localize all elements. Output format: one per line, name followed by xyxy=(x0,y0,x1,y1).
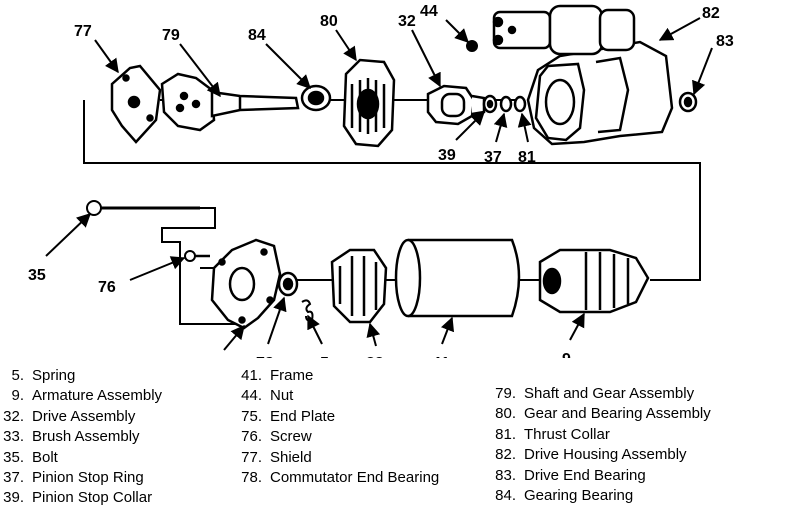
legend-number: 33. xyxy=(3,428,24,446)
legend-label: Drive End Bearing xyxy=(524,466,646,484)
legend-label: Thrust Collar xyxy=(524,425,610,443)
legend-label: Screw xyxy=(270,428,312,446)
legend-number: 41. xyxy=(241,367,262,384)
legend-column-2: 41. Frame 44. Nut 75. End Plate 76. Screw 77… xyxy=(240,366,439,488)
legend-column-1: 5. Spring 9. Armature Assembly 32. Drive As… xyxy=(2,366,162,509)
drive-assembly-part xyxy=(426,84,486,126)
commutator-bearing-part xyxy=(277,271,299,297)
legend-item: 77. Shield xyxy=(240,448,439,468)
legend-label: Gearing Bearing xyxy=(524,486,634,504)
brush-assembly-part xyxy=(330,248,388,324)
legend-label: End Plate xyxy=(270,407,336,425)
legend-item: 44. Nut xyxy=(240,386,439,406)
callout-76: 76 xyxy=(98,279,116,296)
shaft-and-gear-part xyxy=(160,72,300,132)
callout-33: 33 xyxy=(366,355,384,358)
legend-item: 84. Gearing Bearing xyxy=(494,486,711,506)
callout-44: 44 xyxy=(420,3,438,20)
legend-number: 35. xyxy=(3,448,24,466)
callout-79: 79 xyxy=(162,27,180,44)
legend-item: 83. Drive End Bearing xyxy=(494,466,711,486)
legend-label: Drive Assembly xyxy=(32,407,136,425)
legend-number: 32. xyxy=(3,407,24,425)
spring-part xyxy=(301,299,314,322)
legend-label: Bolt xyxy=(32,448,58,466)
legend-label: Shaft and Gear Assembly xyxy=(524,385,695,402)
legend-item: 33. Brush Assembly xyxy=(2,427,162,447)
callout-5: 5 xyxy=(320,355,329,358)
callout-labels: 77 79 84 80 32 44 82 83 39 37 81 35 76 7… xyxy=(28,3,734,358)
legend-number: 37. xyxy=(3,468,24,486)
legend-number: 80. xyxy=(495,405,516,423)
legend-number: 79. xyxy=(495,385,516,402)
legend-item: 79. Shaft and Gear Assembly xyxy=(494,384,711,404)
legend-label: Spring xyxy=(32,367,76,384)
shield-part xyxy=(110,64,162,144)
legend-number: 9. xyxy=(11,387,24,405)
legend-label: Frame xyxy=(270,367,314,384)
legend-item: 78. Commutator End Bearing xyxy=(240,468,439,488)
legend-number: 75. xyxy=(241,407,262,425)
callout-83: 83 xyxy=(716,33,734,50)
legend-item: 5. Spring xyxy=(2,366,162,386)
legend-item: 37. Pinion Stop Ring xyxy=(2,468,162,488)
legend-label: Nut xyxy=(270,387,294,405)
legend-label: Drive Housing Assembly xyxy=(524,446,687,464)
callout-81: 81 xyxy=(518,149,536,166)
callout-78: 78 xyxy=(256,355,274,358)
small-rings xyxy=(482,94,527,114)
legend-number: 81. xyxy=(495,425,516,443)
gearing-bearing-part xyxy=(300,84,332,112)
callout-77: 77 xyxy=(74,23,92,40)
gear-and-bearing-part xyxy=(342,58,396,148)
legend-number: 5. xyxy=(11,367,24,384)
legend-label: Pinion Stop Ring xyxy=(32,468,144,486)
callout-84: 84 xyxy=(248,27,266,44)
legend-item: 76. Screw xyxy=(240,427,439,447)
screw-part xyxy=(184,250,210,262)
legend-column-3: 79. Shaft and Gear Assembly 80. Gear and B… xyxy=(494,384,711,506)
frame-part xyxy=(394,238,521,318)
legend-label: Commutator End Bearing xyxy=(270,468,440,486)
legend-item: 35. Bolt xyxy=(2,448,162,468)
callout-9: 9 xyxy=(562,351,571,358)
legend-item: 80. Gear and Bearing Assembly xyxy=(494,404,711,424)
legend-label: Armature Assembly xyxy=(32,387,163,405)
legend-label: Pinion Stop Collar xyxy=(32,489,153,507)
legend-number: 77. xyxy=(241,448,262,466)
legend-label: Shield xyxy=(270,448,312,466)
callout-82: 82 xyxy=(702,5,720,22)
callout-41: 41 xyxy=(432,355,450,358)
callout-39: 39 xyxy=(438,147,456,164)
callout-37: 37 xyxy=(484,149,502,166)
starter-exploded-diagram: 77 79 84 80 32 44 82 83 39 37 81 35 76 7… xyxy=(28,3,734,358)
legend-number: 76. xyxy=(241,428,262,446)
legend-item: 32. Drive Assembly xyxy=(2,407,162,427)
callout-80: 80 xyxy=(320,13,338,30)
legend-item: 39. Pinion Stop Collar xyxy=(2,488,162,508)
bolt-part xyxy=(86,200,200,216)
armature-part xyxy=(538,248,650,314)
end-plate-part xyxy=(210,238,282,330)
legend-number: 82. xyxy=(495,446,516,464)
legend-item: 82. Drive Housing Assembly xyxy=(494,445,711,465)
legend-number: 83. xyxy=(495,466,516,484)
leader-lines xyxy=(45,17,713,351)
legend-item: 81. Thrust Collar xyxy=(494,425,711,445)
legend-number: 39. xyxy=(3,489,24,507)
callout-35: 35 xyxy=(28,267,46,284)
nut-part xyxy=(466,40,478,52)
legend-number: 78. xyxy=(241,468,262,486)
legend-number: 44. xyxy=(241,387,262,405)
callout-32: 32 xyxy=(398,13,416,30)
drive-housing-part xyxy=(492,4,674,146)
legend-item: 9. Armature Assembly xyxy=(2,386,162,406)
legend-number: 84. xyxy=(495,486,516,504)
legend-item: 75. End Plate xyxy=(240,407,439,427)
drive-end-bearing-part xyxy=(678,91,698,113)
legend-label: Brush Assembly xyxy=(32,428,140,446)
legend-label: Gear and Bearing Assembly xyxy=(524,405,711,423)
legend-item: 41. Frame xyxy=(240,366,439,386)
